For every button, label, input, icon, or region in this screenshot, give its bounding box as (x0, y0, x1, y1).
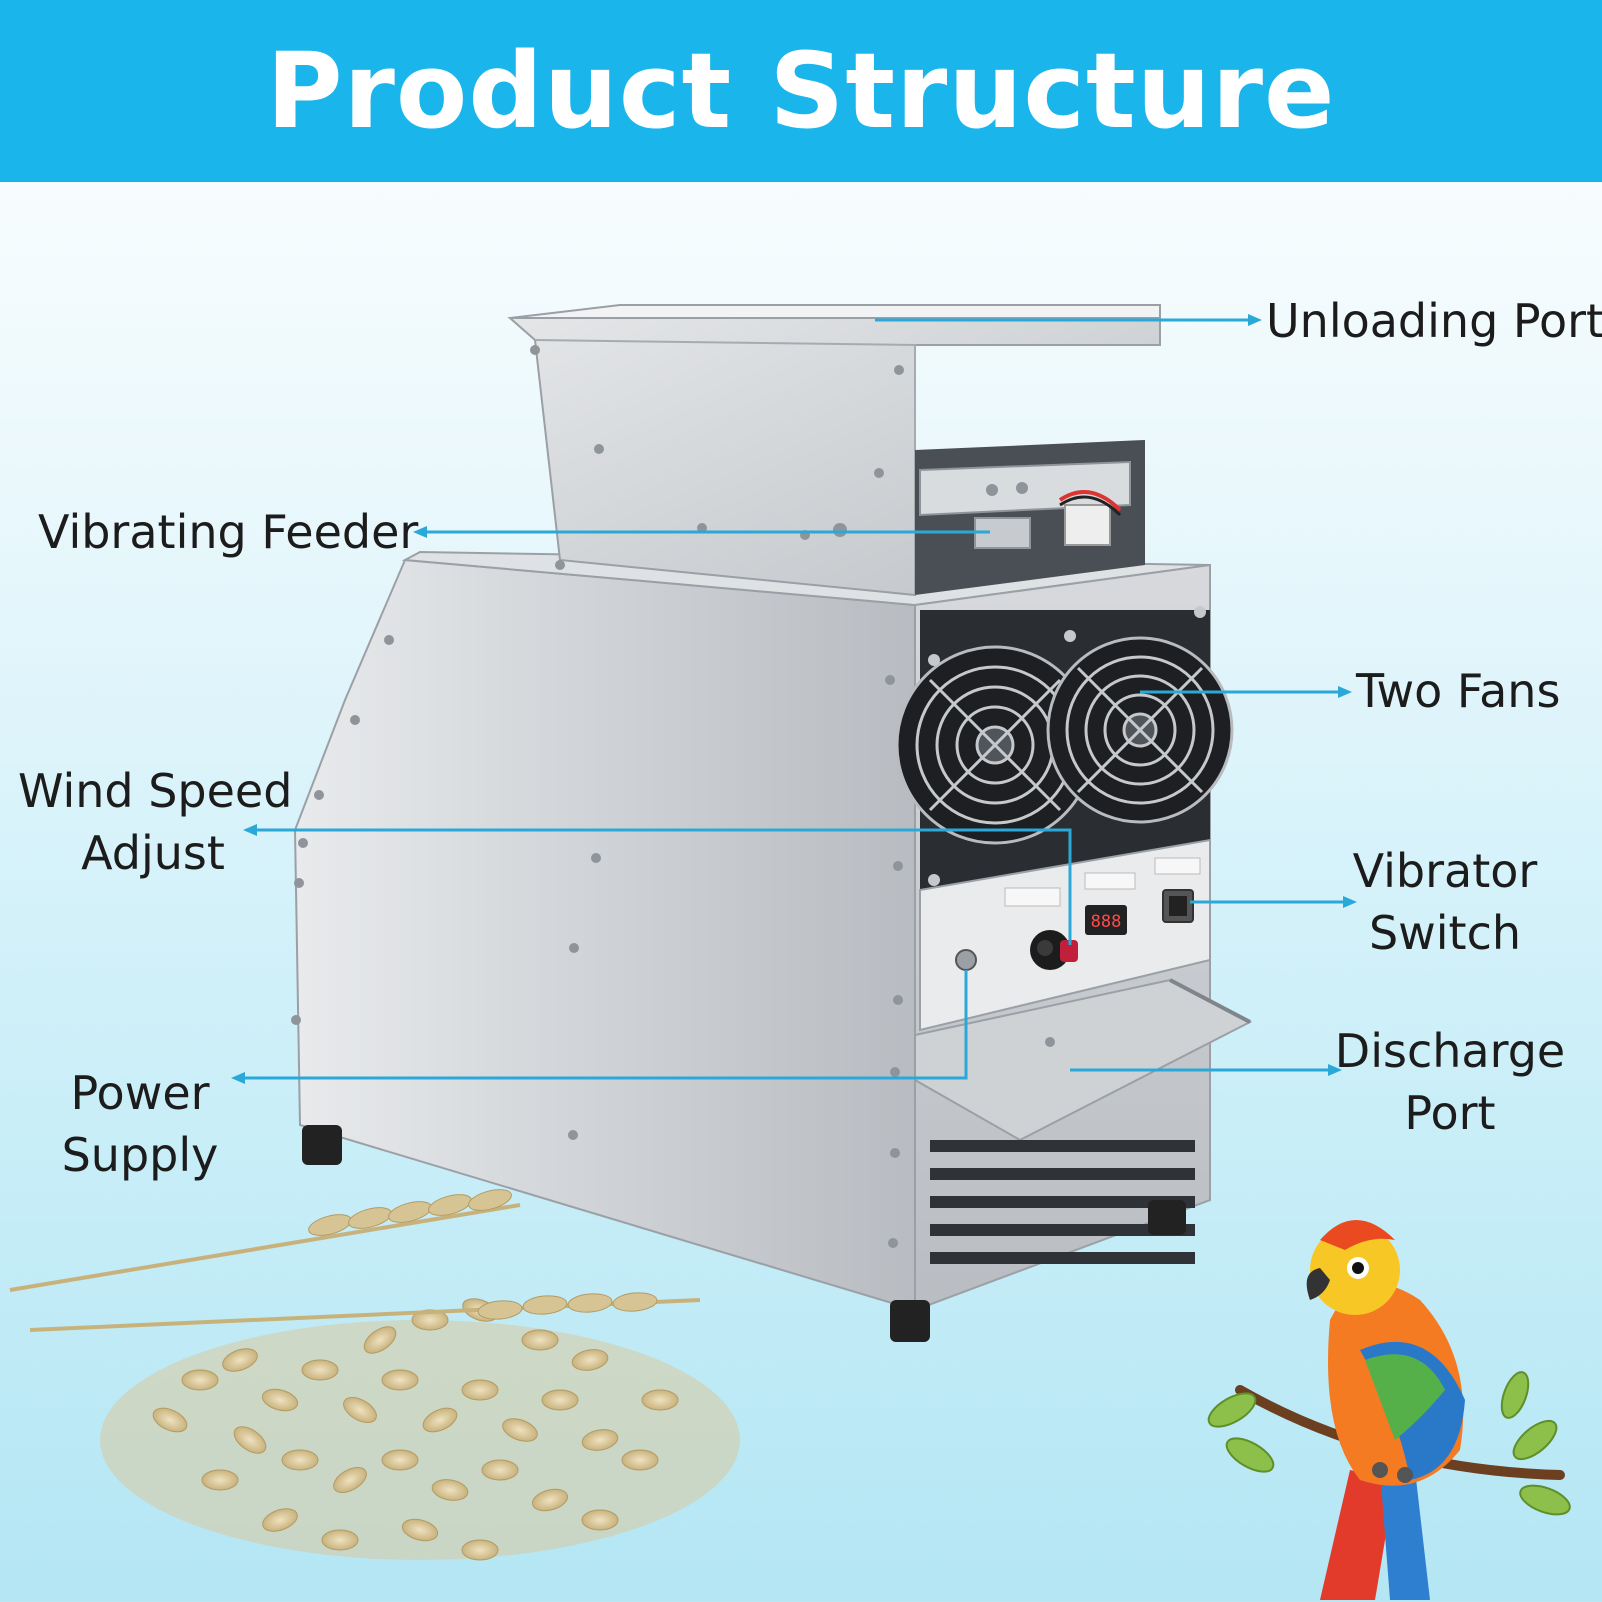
discharge-chute (914, 978, 1253, 1142)
label-discharge-port: Discharge Port (1334, 1024, 1566, 1140)
digital-display (1085, 905, 1127, 935)
leader-lines (231, 314, 1357, 1084)
machine-side-panel (293, 558, 916, 1312)
rivets (291, 635, 903, 1248)
label-unloading-port: Unloading Port (1266, 294, 1602, 348)
wind-speed-knob (1030, 930, 1078, 970)
grain-winnower-machine: 888 (291, 304, 1253, 1342)
label-two-fans: Two Fans (1356, 664, 1561, 718)
label-wind-speed-adjust: Wind Speed Adjust (18, 764, 293, 880)
control-panel (919, 838, 1211, 1032)
page-title: Product Structure (266, 30, 1336, 152)
grain-pile-illustration (9, 1189, 740, 1561)
vibrating-feeder-unit (833, 440, 1145, 595)
label-vibrator-switch: Vibrator Switch (1352, 844, 1538, 960)
vent-grille (930, 1140, 1195, 1264)
label-power-supply: Power Supply (61, 1066, 219, 1182)
power-terminal (955, 949, 977, 971)
title-banner: Product Structure (0, 0, 1602, 182)
parrot-illustration (1207, 1220, 1571, 1600)
label-vibrating-feeder: Vibrating Feeder (38, 505, 419, 559)
svg-text:888: 888 (1091, 912, 1122, 932)
fan-right-icon (1046, 606, 1234, 824)
fan-left-icon (895, 645, 1095, 886)
